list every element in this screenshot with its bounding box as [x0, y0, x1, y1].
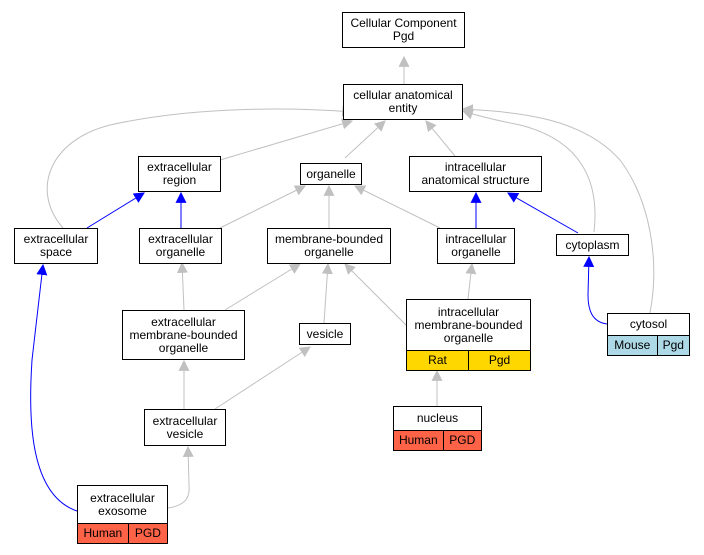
tag-pgd: Pgd — [656, 336, 689, 355]
node-intracellular-membrane-bounded-organelle[interactable]: intracellular membrane-bounded organelle… — [406, 299, 531, 371]
species-tags: Human PGD — [394, 430, 481, 450]
node-cellular-anatomical-entity[interactable]: cellular anatomical entity — [343, 84, 463, 120]
tag-mouse: Mouse — [608, 336, 657, 355]
edge-exo-to-es — [30, 263, 78, 512]
node-vesicle[interactable]: vesicle — [299, 323, 351, 345]
edge-ves-to-mbo — [321, 262, 333, 324]
tag-pgd: Pgd — [468, 351, 530, 370]
node-cytoplasm[interactable]: cytoplasm — [556, 234, 629, 256]
edge-er-to-cae — [219, 118, 354, 161]
node-membrane-bounded-organelle[interactable]: membrane-bounded organelle — [267, 228, 391, 264]
tag-human: Human — [394, 431, 443, 450]
edge-es-to-er — [86, 192, 145, 229]
node-intracellular-anatomical-structure[interactable]: intracellular anatomical structure — [409, 156, 542, 192]
node-cellular-component[interactable]: Cellular Component Pgd — [342, 12, 465, 48]
tag-human: Human — [78, 524, 128, 543]
node-extracellular-membrane-bounded-organelle[interactable]: extracellular membrane-bounded organelle — [122, 310, 245, 360]
edge-cyto-to-ias — [507, 192, 579, 234]
node-intracellular-organelle[interactable]: intracellular organelle — [437, 228, 515, 264]
node-extracellular-space[interactable]: extracellular space — [14, 228, 98, 264]
edge-embo-to-mbo — [224, 263, 301, 311]
edge-imbo-to-io — [465, 262, 477, 300]
node-extracellular-exosome[interactable]: extracellular exosome Human PGD — [77, 485, 168, 544]
edge-io-to-org — [354, 185, 441, 229]
node-extracellular-region[interactable]: extracellular region — [138, 156, 221, 192]
edge-ias-to-cae — [425, 120, 456, 157]
edge-eo-to-org — [219, 185, 306, 229]
edge-exo-to-ev — [167, 445, 194, 509]
edge-cytosol-to-cyto — [583, 255, 608, 325]
node-organelle[interactable]: organelle — [300, 163, 362, 185]
edge-cyto-to-cae — [461, 108, 596, 233]
node-extracellular-vesicle[interactable]: extracellular vesicle — [144, 409, 226, 446]
tag-rat: Rat — [407, 351, 468, 370]
edge-ev-to-ves — [214, 346, 311, 410]
tag-pgd: PGD — [442, 431, 481, 450]
tag-pgd: PGD — [127, 524, 167, 543]
node-extracellular-organelle[interactable]: extracellular organelle — [139, 228, 222, 264]
edge-es-to-cae — [46, 105, 354, 229]
edge-imbo-to-mbo — [344, 263, 408, 327]
edge-embo-to-eo — [176, 261, 188, 311]
node-cytosol[interactable]: cytosol Mouse Pgd — [607, 313, 690, 356]
species-tags: Human PGD — [78, 523, 167, 543]
edge-org-to-cae — [344, 120, 386, 159]
species-tags: Mouse Pgd — [608, 335, 689, 355]
edge-cytosol-to-cae — [461, 104, 655, 314]
node-nucleus[interactable]: nucleus Human PGD — [393, 406, 482, 451]
species-tags: Rat Pgd — [407, 350, 530, 370]
